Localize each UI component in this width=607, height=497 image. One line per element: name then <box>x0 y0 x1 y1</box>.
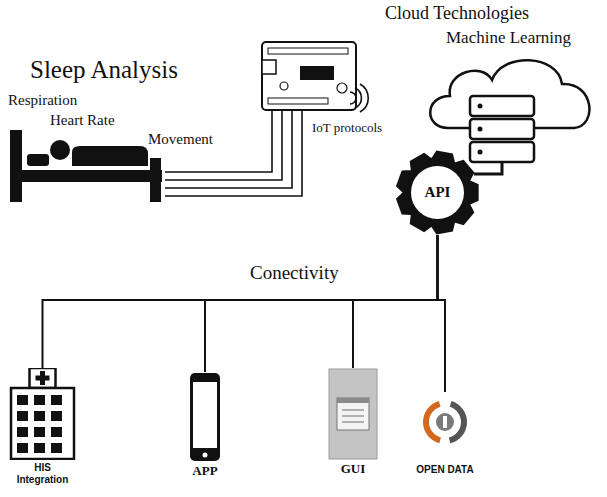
pin-header <box>268 98 328 104</box>
roof-block <box>30 368 56 388</box>
server-link <box>474 162 502 174</box>
wire <box>165 110 302 196</box>
wave <box>350 92 356 104</box>
window <box>34 427 45 437</box>
cloud-server-icon <box>430 60 589 174</box>
window <box>51 427 62 437</box>
text-label: Conectivity <box>250 262 339 284</box>
text-label: Respiration <box>8 92 77 109</box>
node-label: HIS Integration <box>17 462 69 485</box>
window <box>51 443 62 453</box>
node-label: API <box>425 184 451 201</box>
text-label: Cloud Technologies <box>385 3 529 24</box>
gui-line <box>342 409 364 411</box>
server-unit <box>470 96 534 116</box>
board-outline <box>262 42 356 110</box>
text-label: Heart Rate <box>50 112 115 129</box>
opendata-node: OPEN DATA <box>405 392 485 476</box>
cross <box>36 376 50 381</box>
bed-icon <box>10 130 162 202</box>
gui-panel <box>329 369 377 459</box>
server-led <box>478 104 483 109</box>
window <box>34 395 45 405</box>
gui-line <box>342 415 364 417</box>
gear-icon <box>396 151 479 235</box>
gui-line <box>342 421 364 423</box>
text-label: Movement <box>148 131 213 148</box>
gear-node: API <box>395 150 480 235</box>
usb-port <box>262 60 276 74</box>
phone-icon <box>190 373 220 461</box>
gear-outline <box>396 151 479 235</box>
node-label: OPEN DATA <box>416 464 473 476</box>
window <box>17 395 28 405</box>
connector-line <box>353 235 438 368</box>
node-icon <box>5 368 80 460</box>
window <box>17 411 28 421</box>
window <box>51 395 62 405</box>
gui-title-bar <box>337 398 369 403</box>
wire <box>165 110 292 188</box>
window <box>34 411 45 421</box>
building-icon <box>11 368 74 459</box>
server-unit <box>470 119 534 139</box>
gear-hub <box>411 166 464 219</box>
wireless-symbol <box>350 84 368 112</box>
diagram-title: Sleep Analysis <box>30 56 178 85</box>
building-body <box>11 388 74 459</box>
chip <box>300 66 334 80</box>
sleeper-head <box>50 140 70 160</box>
pin-header <box>268 48 348 54</box>
component <box>280 82 288 90</box>
mattress <box>22 170 162 182</box>
text-label: IoT protocols <box>312 121 382 136</box>
window-node: GUI <box>328 368 378 477</box>
window <box>17 443 28 453</box>
server-led <box>478 127 483 132</box>
data-core <box>436 413 454 431</box>
sensor-wires <box>165 110 302 196</box>
node-icon <box>185 372 225 462</box>
connector-line <box>205 235 438 372</box>
node-icon <box>405 392 485 462</box>
phone-screen <box>193 382 217 448</box>
window <box>17 427 28 437</box>
blanket <box>72 146 148 166</box>
data-core-mark <box>443 416 447 428</box>
opendata-icon <box>423 401 467 443</box>
building-node: HIS Integration <box>5 368 80 485</box>
node-icon <box>328 368 378 460</box>
wave <box>355 88 361 108</box>
headboard <box>10 130 22 202</box>
node-label: APP <box>192 464 217 479</box>
connector-line <box>43 235 438 368</box>
node-label: GUI <box>341 462 366 477</box>
window <box>51 411 62 421</box>
server-led <box>478 150 483 155</box>
wave <box>360 84 368 112</box>
microcontroller-board <box>262 42 356 110</box>
component <box>337 83 347 93</box>
home-button <box>203 453 208 458</box>
text-label: Machine Learning <box>446 28 571 48</box>
server-unit <box>470 142 534 162</box>
connector-line <box>438 235 446 392</box>
phone-body <box>190 373 220 461</box>
phone-node: APP <box>185 372 225 479</box>
window-icon <box>329 369 377 459</box>
pillow <box>27 154 49 166</box>
footboard <box>150 158 161 202</box>
gui-window <box>337 398 369 430</box>
window <box>34 443 45 453</box>
